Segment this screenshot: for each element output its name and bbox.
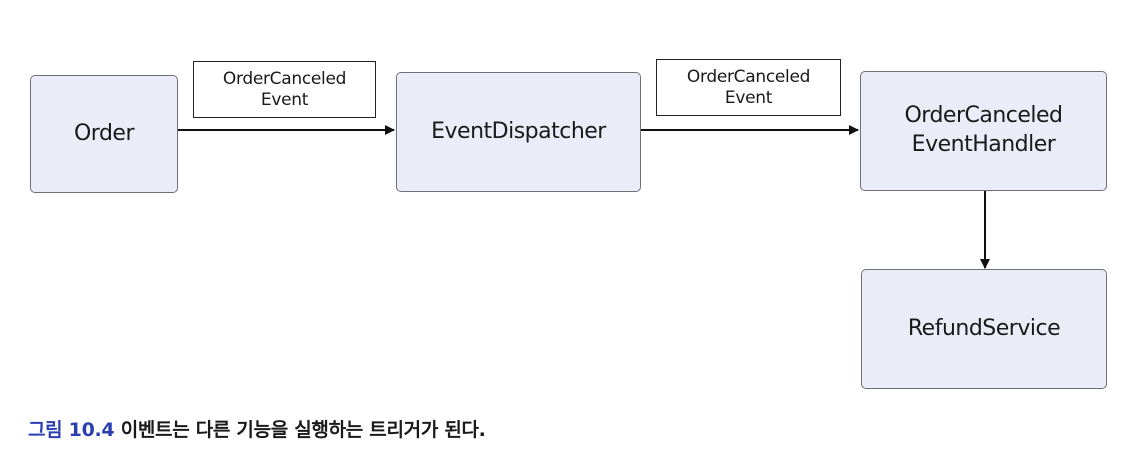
figure-number: 그림 10.4 bbox=[28, 419, 115, 441]
edge-label-line1: OrderCanceled bbox=[222, 69, 347, 90]
refund-service-node-label: RefundService bbox=[907, 315, 1061, 341]
event-dispatcher-node: EventDispatcher bbox=[396, 72, 641, 192]
order-canceled-event-handler-node: OrderCanceled EventHandler bbox=[860, 71, 1107, 191]
event-dispatcher-node-label: EventDispatcher bbox=[431, 118, 606, 144]
edge-label-line1: OrderCanceled bbox=[686, 67, 811, 88]
edge-label-order-to-dispatcher: OrderCanceled Event bbox=[193, 61, 376, 118]
figure-caption-text: 이벤트는 다른 기능을 실행하는 트리거가 된다. bbox=[120, 419, 486, 441]
figure-caption: 그림 10.4 이벤트는 다른 기능을 실행하는 트리거가 된다. bbox=[28, 415, 486, 442]
edge-label-line2: Event bbox=[260, 89, 309, 110]
edge-label-dispatcher-to-handler: OrderCanceled Event bbox=[656, 59, 841, 116]
order-node: Order bbox=[30, 75, 178, 193]
order-node-label: Order bbox=[73, 120, 135, 146]
handler-node-label-line1: OrderCanceled bbox=[904, 103, 1063, 129]
handler-node-label-line2: EventHandler bbox=[911, 132, 1056, 157]
refund-service-node: RefundService bbox=[861, 269, 1107, 389]
edge-label-line2: Event bbox=[724, 87, 773, 108]
